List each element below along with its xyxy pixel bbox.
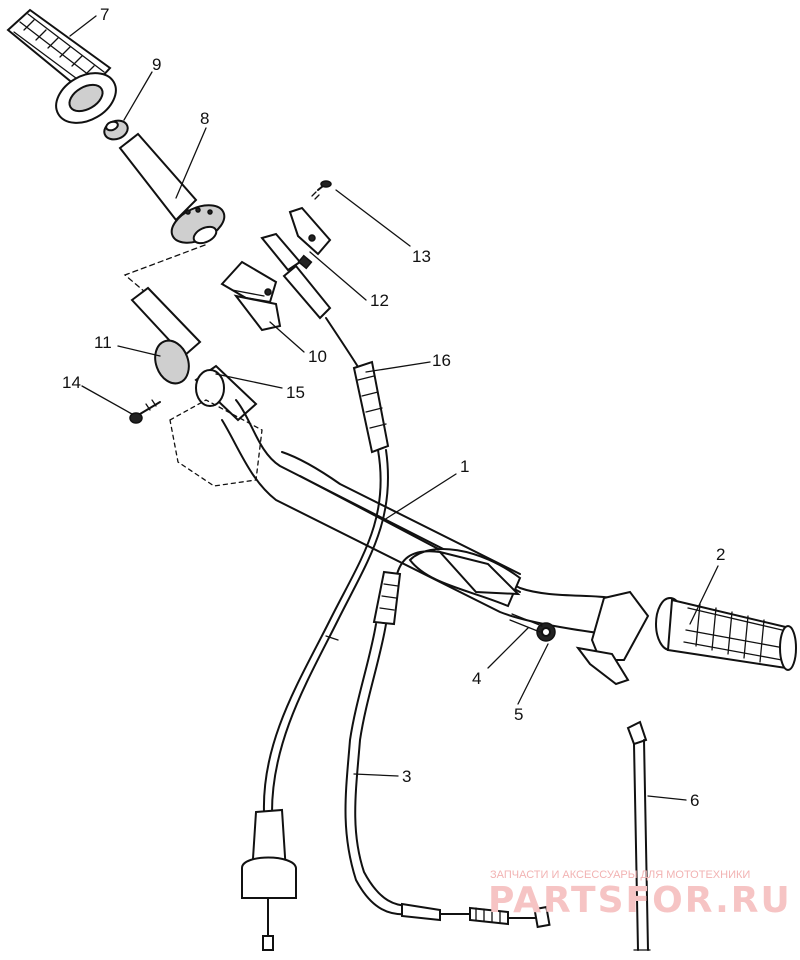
watermark-brand: PARTSFOR.RU [488, 880, 792, 921]
callout-13: 13 [412, 247, 431, 266]
part-16-throttle-cable [241, 317, 390, 951]
part-3-clutch-cable [344, 550, 551, 929]
callout-16: 16 [432, 351, 451, 370]
callout-15: 15 [286, 383, 305, 402]
switch-outline [169, 399, 263, 487]
callout-4: 4 [472, 669, 481, 688]
leader-lines [69, 15, 719, 801]
callout-12: 12 [370, 291, 389, 310]
callout-8: 8 [200, 109, 209, 128]
callout-5: 5 [514, 705, 523, 724]
part-2-right-grip [655, 597, 797, 671]
callout-9: 9 [152, 55, 161, 74]
part-9-collar [103, 119, 129, 141]
callout-7: 7 [100, 5, 109, 24]
watermark-tagline: ЗАПЧАСТИ И АКСЕССУАРЫ ДЛЯ МОТОТЕХНИКИ [490, 869, 750, 881]
part-8-throttle-sleeve [118, 132, 226, 245]
callout-11: 11 [94, 333, 112, 352]
callout-6: 6 [690, 791, 699, 810]
part-13-screw [311, 180, 332, 200]
part-10-throttle-housing [220, 260, 282, 332]
callout-10: 10 [308, 347, 327, 366]
part-1-handlebar [221, 399, 650, 686]
assembly-guide-line [123, 244, 206, 293]
callout-3: 3 [402, 767, 411, 786]
callout-14: 14 [62, 373, 81, 392]
part-12-cable-bracket [260, 206, 332, 320]
part-14-bolt [129, 399, 161, 424]
callout-1: 1 [460, 457, 469, 476]
part-6-cable-tie [626, 720, 651, 951]
callout-labels: 7 9 8 13 12 10 11 14 15 16 1 2 4 5 3 6 [62, 5, 725, 810]
part-7-left-grip [6, 8, 117, 124]
callout-2: 2 [716, 545, 725, 564]
part-11-lever-holder [130, 286, 258, 422]
watermark: ЗАПЧАСТИ И АКСЕССУАРЫ ДЛЯ МОТОТЕХНИКИ PA… [488, 869, 792, 921]
